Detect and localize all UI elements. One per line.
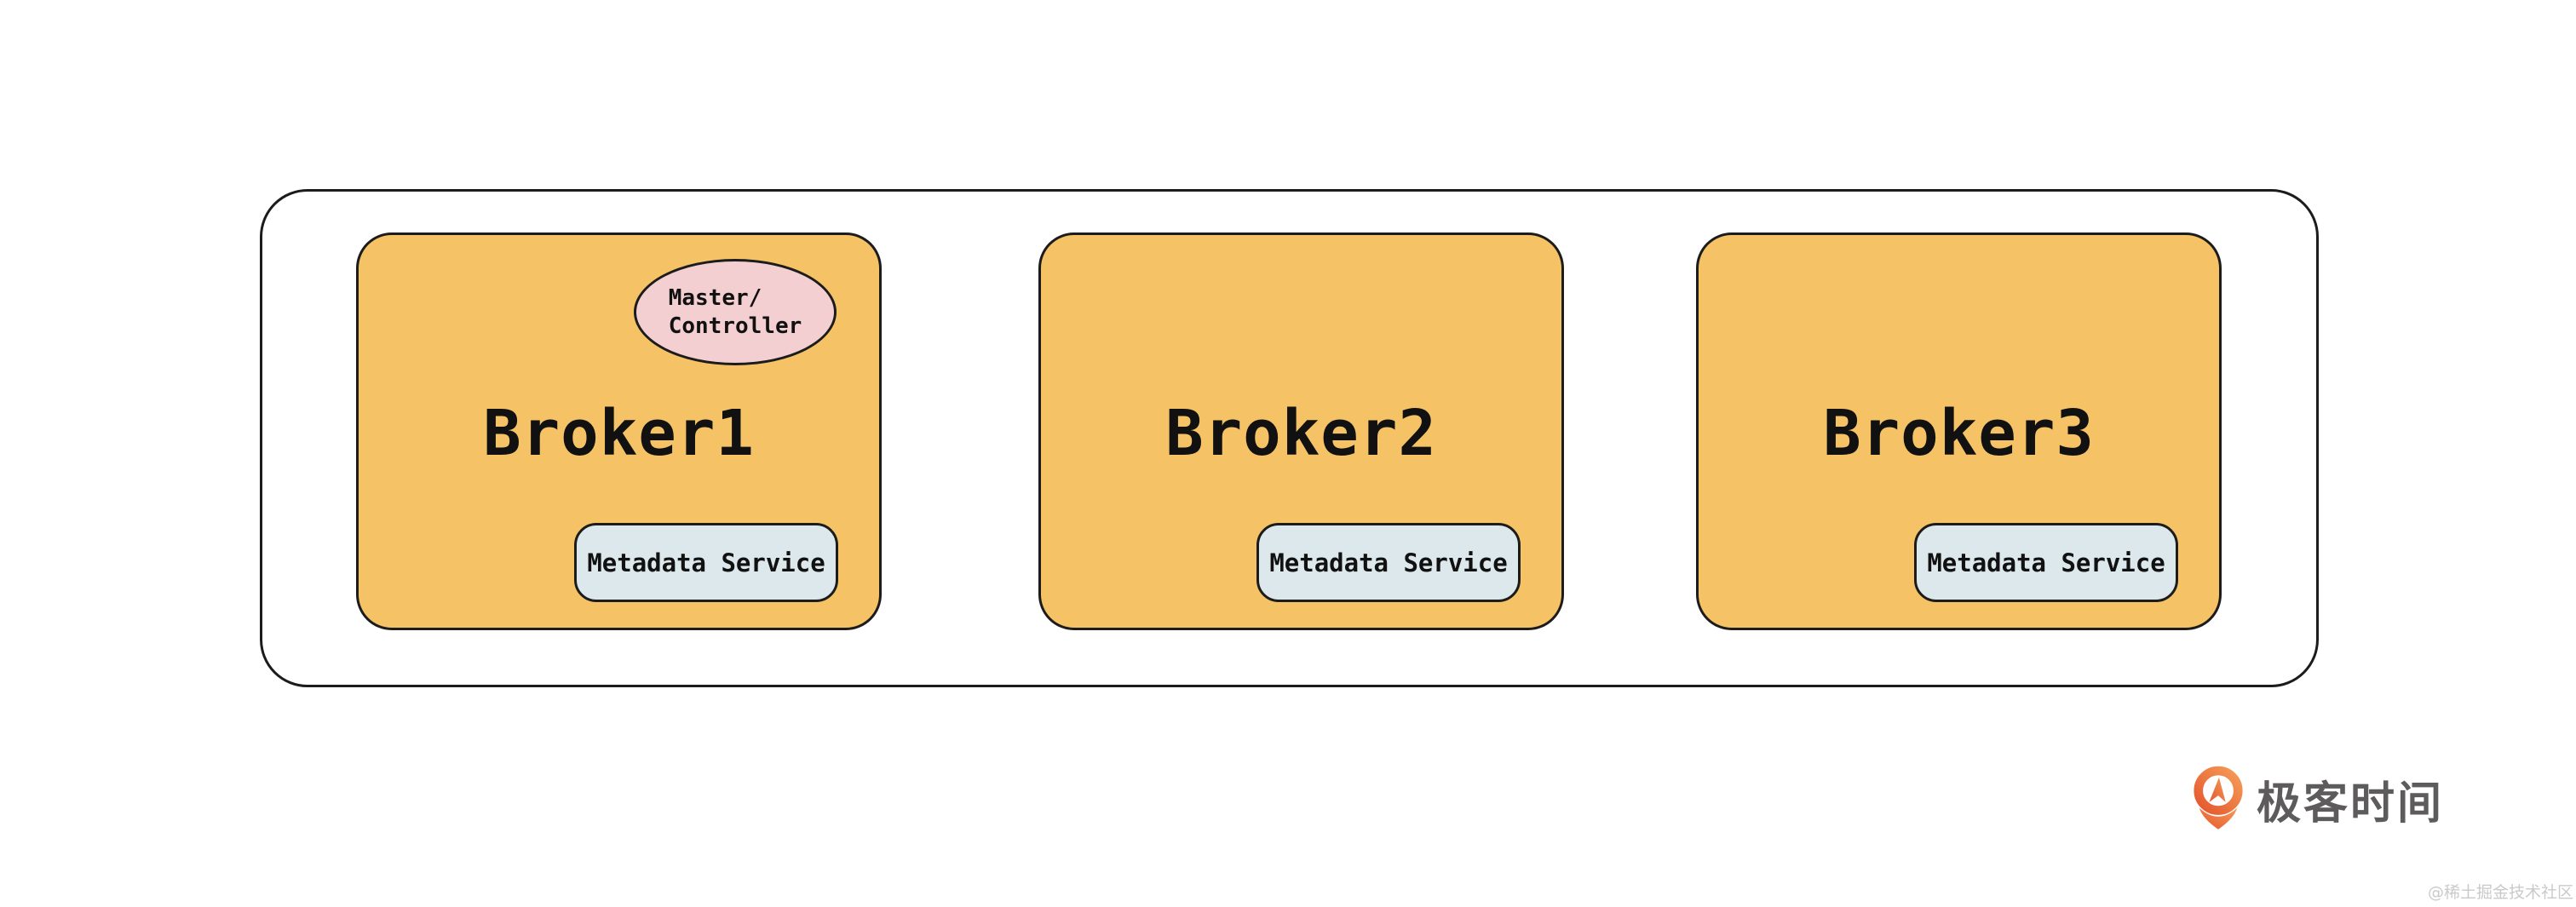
- geektime-logo: 极客时间: [2192, 766, 2444, 832]
- broker1-box: Master/ Controller Broker1 Metadata Serv…: [356, 232, 882, 630]
- metadata-service-label-2: Metadata Service: [1269, 548, 1508, 577]
- metadata-service-box-1: Metadata Service: [574, 523, 838, 602]
- geektime-pin-icon: [2194, 766, 2243, 830]
- metadata-service-label-1: Metadata Service: [587, 548, 825, 577]
- watermark-text: @稀土掘金技术社区: [2427, 883, 2573, 902]
- broker-cluster-box: Master/ Controller Broker1 Metadata Serv…: [260, 189, 2319, 687]
- master-controller-line1: Master/: [668, 284, 762, 311]
- broker1-label: Broker1: [483, 397, 755, 470]
- metadata-service-label-3: Metadata Service: [1927, 548, 2165, 577]
- master-controller-line2: Controller: [668, 313, 802, 339]
- broker2-label: Broker2: [1165, 397, 1437, 470]
- geektime-logo-text: 极客时间: [2257, 778, 2445, 830]
- master-controller-ellipse: Master/ Controller: [634, 259, 837, 365]
- broker3-box: Broker3 Metadata Service: [1696, 232, 2222, 630]
- metadata-service-box-3: Metadata Service: [1914, 523, 2178, 602]
- master-controller-label: Master/ Controller: [669, 284, 802, 341]
- broker2-box: Broker2 Metadata Service: [1038, 232, 1564, 630]
- broker3-label: Broker3: [1823, 397, 2095, 470]
- metadata-service-box-2: Metadata Service: [1256, 523, 1521, 602]
